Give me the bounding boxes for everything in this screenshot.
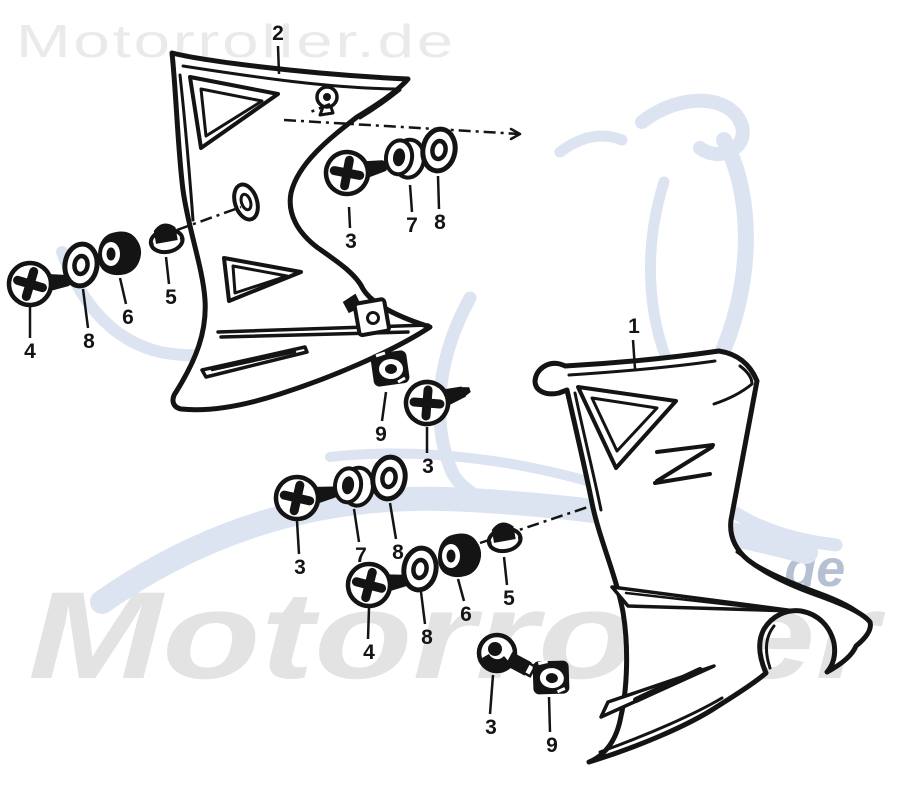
vent-zigzag [653,443,715,485]
mounting-bracket [342,293,391,338]
nut-5-left [145,218,187,257]
callout-9-mid: 9 [375,423,387,446]
leader-lines [28,45,637,733]
callout-6-center: 6 [460,603,472,626]
callout-7-upper: 7 [406,214,418,237]
callout-3-upper: 3 [345,230,357,253]
fairing-right-part-1 [532,348,873,765]
callout-8-center: 8 [392,541,404,564]
callout-4-center: 4 [363,641,375,664]
screw-boss [315,85,339,117]
callout-8-upper: 8 [434,211,446,234]
clip-nut-9-bottom [527,655,575,700]
callout-6-left: 6 [122,306,134,329]
nut-5-center [483,517,525,556]
callout-8-left: 8 [83,330,95,353]
fairing-left-part-2 [169,50,433,413]
callout-5-left: 5 [165,286,177,309]
callout-5-center: 5 [503,587,515,610]
callout-9-bottom: 9 [546,734,558,757]
callout-2-fairing-left: 2 [272,22,284,45]
callout-4-left: 4 [24,340,36,363]
clip-nut-9-mid [368,348,412,389]
nut-7-center [330,462,378,510]
screw-3-upper [322,143,395,198]
watermark-top-left: Motorroller.de [16,15,456,67]
grommet-6-left [98,231,142,276]
alignment-lines [176,102,595,545]
callout-7-center: 7 [355,544,367,567]
callout-1-fairing-right: 1 [628,315,640,338]
mounting-hole-oval [232,182,260,222]
callout-8-center-2: 8 [421,626,433,649]
callout-3-mid: 3 [422,455,434,478]
callout-3-center: 3 [294,556,306,579]
callout-labels: 2 3 7 8 4 8 6 5 9 3 3 7 8 4 8 6 5 1 3 9 [24,22,640,757]
grommet-6-center [438,533,482,578]
vent-slot-mid-right [610,585,797,613]
callout-3-bottom: 3 [485,716,497,739]
nut-7-upper [381,134,429,182]
vent-upper-left [188,75,280,150]
washer-8-upper [420,127,459,174]
washer-8-left [62,242,100,288]
